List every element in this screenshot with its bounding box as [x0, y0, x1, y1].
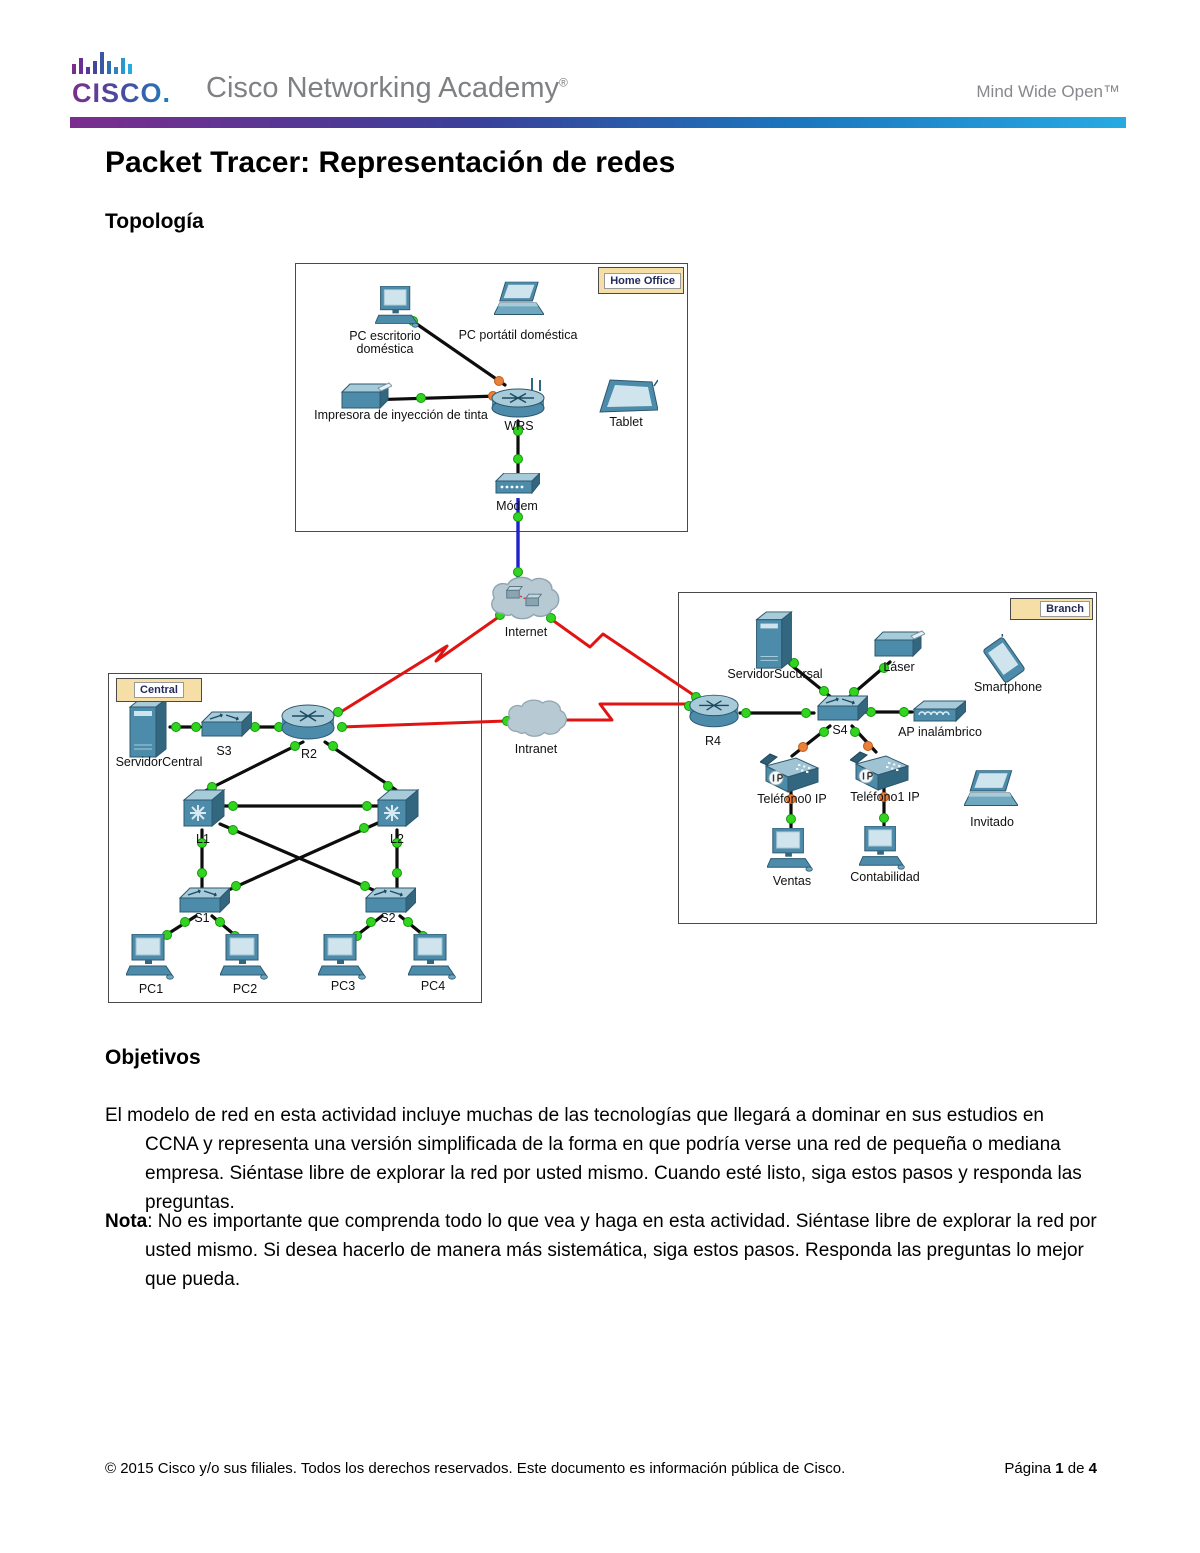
device-label: Impresora de inyección de tinta — [314, 408, 488, 422]
link-r2-intranet — [340, 719, 507, 729]
zone-label-home-office: Home Office — [598, 267, 684, 294]
laptop-icon — [494, 281, 544, 328]
switch-icon — [196, 710, 252, 747]
desktop-pc-icon — [374, 286, 420, 333]
device-label: Teléfono1 IP — [850, 790, 920, 804]
device-label: PC3 — [330, 979, 356, 993]
note-label: Nota — [105, 1211, 148, 1232]
device-label: PC2 — [232, 982, 258, 996]
device-label: S4 — [832, 723, 848, 737]
device-label: S1 — [194, 911, 210, 925]
device-label: PC4 — [420, 979, 446, 993]
page-title: Packet Tracer: Representación de redes — [105, 146, 676, 179]
internet-cloud-icon — [484, 575, 564, 628]
device-label: Láser — [883, 660, 915, 674]
device-label: WRS — [504, 419, 534, 433]
multilayer-switch-icon — [180, 786, 226, 837]
serial-links — [338, 614, 699, 729]
objectives-heading: Objetivos — [105, 1046, 201, 1069]
cisco-logo-bars-icon — [72, 52, 132, 74]
zone-label-branch: Branch — [1010, 598, 1093, 620]
device-label: R4 — [705, 734, 721, 748]
brand-registered-mark: ® — [558, 75, 568, 90]
footer-page-indicator: Página 1 de 4 — [1004, 1460, 1097, 1477]
device-label: L1 — [196, 832, 210, 846]
link-status-attention-dots — [488, 376, 889, 804]
header-accent-bar — [70, 117, 1126, 128]
device-label: Smartphone — [973, 680, 1043, 694]
device-label: L2 — [390, 832, 404, 846]
device-label: Tablet — [609, 415, 643, 429]
link-internet-r4 — [550, 617, 699, 700]
objectives-paragraph: El modelo de red en esta actividad inclu… — [105, 1101, 1100, 1217]
device-label: doméstica — [356, 342, 414, 356]
desktop-pc-icon — [220, 934, 268, 985]
device-label: S2 — [380, 911, 396, 925]
desktop-pc-icon — [408, 934, 456, 985]
desktop-pc-icon — [858, 826, 906, 875]
topology-heading: Topología — [105, 210, 204, 233]
cisco-logo-wordmark: CISCO. — [72, 78, 172, 108]
device-label: Módem — [496, 499, 538, 513]
device-label: ServidorCentral — [115, 755, 203, 769]
zone-label-central: Central — [116, 678, 202, 702]
device-label: Invitado — [970, 815, 1014, 829]
footer-page-number: 1 — [1055, 1460, 1064, 1477]
multilayer-switch-icon — [374, 786, 420, 837]
brand-tagline: Mind Wide Open™ — [976, 82, 1120, 101]
device-label: Intranet — [514, 742, 558, 756]
objectives-text: El modelo de red en esta actividad inclu… — [105, 1105, 1082, 1213]
device-label: PC escritorio — [349, 329, 421, 343]
device-label: PC portátil doméstica — [458, 328, 578, 342]
router-icon — [688, 692, 740, 735]
desktop-pc-icon — [318, 934, 366, 985]
link-intranet-r4 — [563, 702, 689, 722]
device-label: Teléfono0 IP — [757, 792, 827, 806]
laptop-icon — [964, 770, 1018, 819]
device-label: PC1 — [138, 982, 164, 996]
intranet-cloud-icon — [502, 698, 570, 745]
note-paragraph: Nota: No es importante que comprenda tod… — [105, 1207, 1100, 1294]
device-label: ServidorSucursal — [727, 667, 823, 681]
footer-copyright: © 2015 Cisco y/o sus filiales. Todos los… — [105, 1460, 846, 1477]
device-label: Internet — [504, 625, 548, 639]
device-label: Ventas — [772, 874, 812, 888]
brand-title: Cisco Networking Academy® — [206, 72, 568, 104]
note-text: : No es importante que comprenda todo lo… — [145, 1211, 1097, 1290]
device-label: AP inalámbrico — [898, 725, 982, 739]
desktop-pc-icon — [766, 828, 814, 877]
device-label: S3 — [216, 744, 232, 758]
device-label: R2 — [301, 747, 317, 761]
device-label: Contabilidad — [850, 870, 920, 884]
desktop-pc-icon — [126, 934, 174, 985]
footer-page-total: 4 — [1088, 1460, 1097, 1477]
page-footer: © 2015 Cisco y/o sus filiales. Todos los… — [105, 1460, 1097, 1477]
router-icon — [280, 702, 336, 747]
link-internet-r2 — [338, 614, 501, 715]
